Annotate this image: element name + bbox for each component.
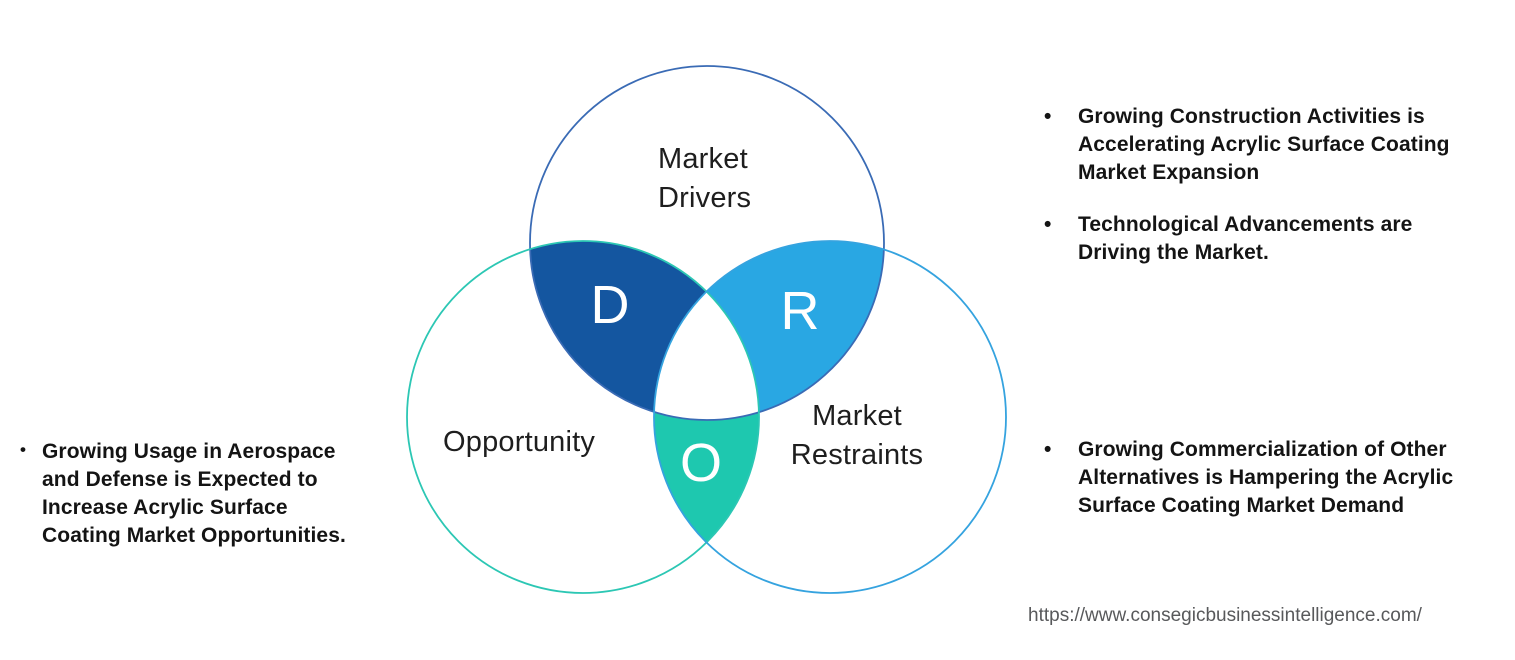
restraints-notes: • Growing Commercialization of Other Alt… (1044, 436, 1484, 520)
drivers-label: Market Drivers (658, 143, 752, 214)
drivers-notes: • Growing Construction Activities is Acc… (1044, 103, 1484, 267)
letter-o: O (679, 433, 723, 493)
driver-note-text: Growing Construction Activities is Accel… (1078, 105, 1450, 184)
opportunity-notes: • Growing Usage in Aerospace and Defense… (20, 438, 400, 550)
bullet-icon: • (1044, 438, 1052, 461)
restraint-note-text: Growing Commercialization of Other Alter… (1078, 438, 1454, 517)
opportunity-note-text: Growing Usage in Aerospace and Defense i… (42, 440, 346, 547)
driver-note-text: Technological Advancements are Driving t… (1078, 213, 1413, 264)
restraints-label: Market Restraints (790, 400, 924, 471)
restraints-circle (653, 240, 1007, 594)
source-url: https://www.consegicbusinessintelligence… (1028, 605, 1422, 626)
opportunity-circle (406, 240, 760, 594)
bullet-icon: • (20, 440, 26, 459)
bullet-icon: • (1044, 105, 1052, 128)
list-item: • Technological Advancements are Driving… (1044, 211, 1484, 267)
letter-d: D (590, 275, 630, 335)
list-item: • Growing Commercialization of Other Alt… (1044, 436, 1484, 520)
bullet-icon: • (1044, 213, 1052, 236)
list-item: • Growing Usage in Aerospace and Defense… (20, 438, 400, 550)
drivers-circle (529, 65, 885, 421)
opportunity-label: Opportunity (443, 426, 596, 458)
letter-r: R (780, 281, 820, 341)
list-item: • Growing Construction Activities is Acc… (1044, 103, 1484, 187)
